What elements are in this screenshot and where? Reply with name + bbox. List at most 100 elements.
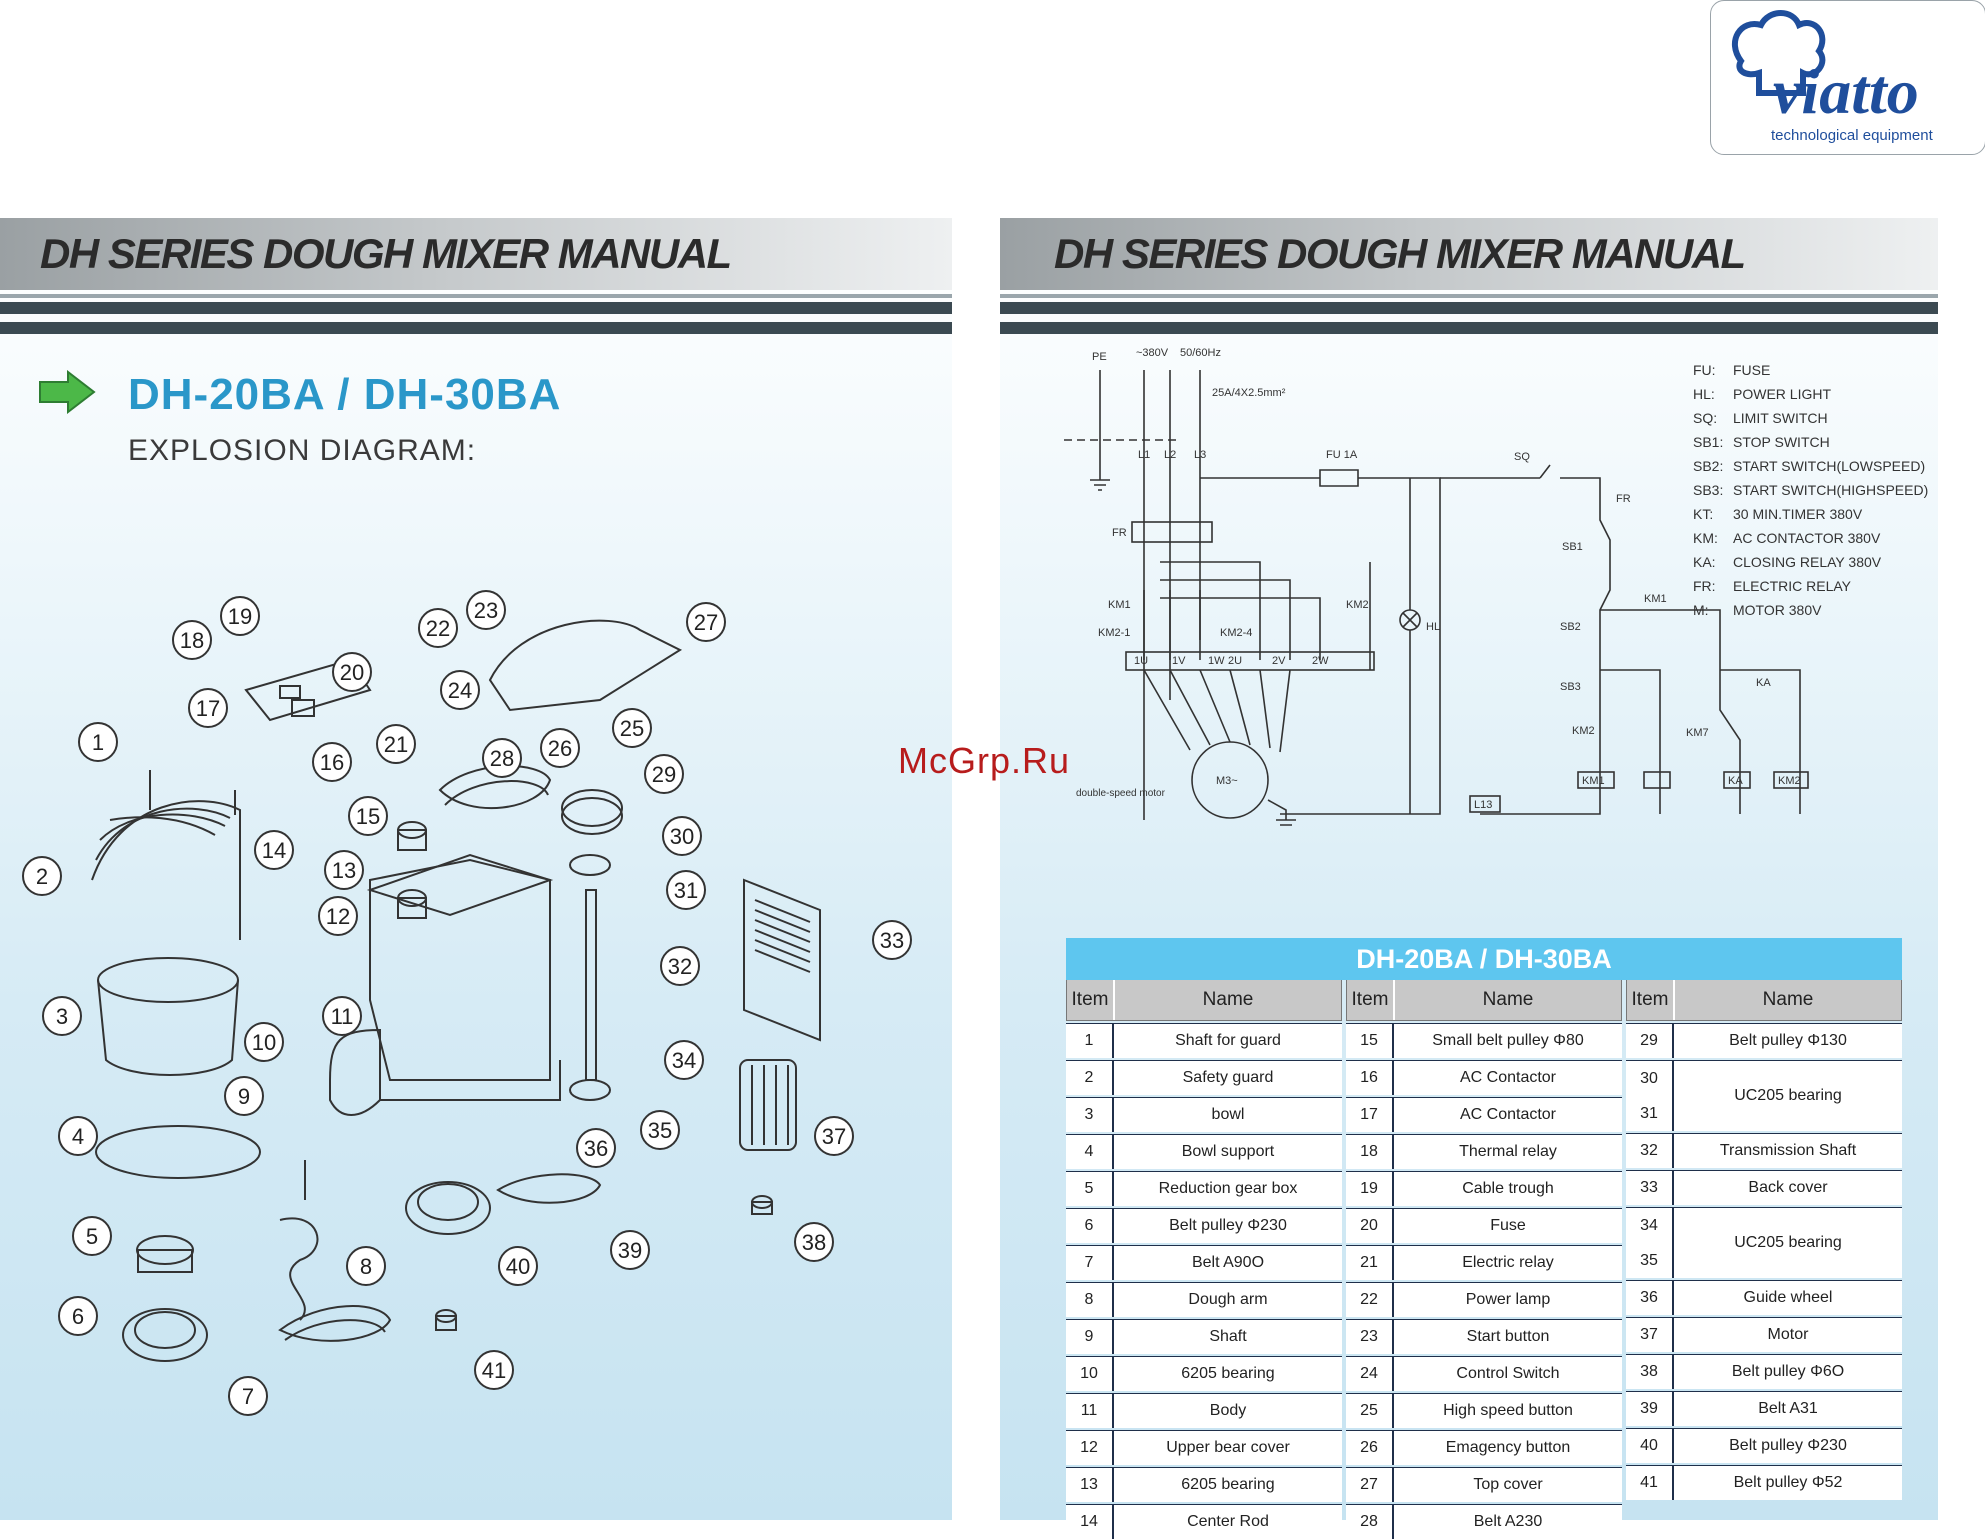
lbl-kab: KA (1728, 775, 1743, 787)
lbl-fr2: FR (1616, 493, 1631, 505)
header-name: Name (1482, 989, 1534, 1010)
callout-circle-38 (794, 1222, 834, 1262)
callout-number: 1 (92, 730, 104, 755)
legend-code: KT: (1693, 506, 1714, 522)
callout-number: 5 (86, 1224, 98, 1249)
callout-circle-14 (254, 830, 294, 870)
callout-circle-36 (576, 1128, 616, 1168)
lbl-t1w: 1W (1208, 655, 1225, 667)
callout-number: 40 (506, 1254, 530, 1279)
legend-row: M:MOTOR 380V (1693, 598, 1933, 622)
item-number: 3 (1066, 1098, 1114, 1132)
callout-circle-37 (814, 1116, 854, 1156)
callout-number: 26 (548, 736, 572, 761)
callout-circle-12 (318, 896, 358, 936)
legend-row: KM:AC CONTACTOR 380V (1693, 526, 1933, 550)
callout-circle-25 (612, 708, 652, 748)
part-name: Belt A90O (1114, 1246, 1342, 1280)
callout-number: 29 (652, 762, 676, 787)
callout-circle-41 (474, 1350, 514, 1390)
callout-number: 31 (674, 878, 698, 903)
legend-row: KT:30 MIN.TIMER 380V (1693, 502, 1933, 526)
item-number: 39 (1626, 1392, 1674, 1426)
item-number: 2 (1066, 1061, 1114, 1095)
lbl-t1v: 1V (1172, 655, 1186, 667)
item-number: 31 (1640, 1104, 1658, 1122)
part-name: Cable trough (1394, 1172, 1622, 1206)
motor-shape (739, 1059, 797, 1151)
callout-number: 12 (326, 904, 350, 929)
part-name: Center Rod (1114, 1505, 1342, 1539)
legend-desc: POWER LIGHT (1733, 386, 1832, 402)
legend-row: FU:FUSE (1693, 358, 1933, 382)
item-number: 34 (1640, 1216, 1658, 1234)
callout-number: 36 (584, 1136, 608, 1161)
circuit-diagram: PE ~380V 50/60Hz 25A/4X2.5mm² L1 L2 L3 F… (1064, 347, 1809, 826)
lbl-freq: 50/60Hz (1180, 347, 1221, 359)
item-number: 41 (1626, 1466, 1674, 1500)
part-name: Belt A230 (1394, 1505, 1622, 1539)
callout-circle-23 (466, 590, 506, 630)
left-header-title: DH SERIES DOUGH MIXER MANUAL (40, 230, 732, 277)
logo-word: viatto (1773, 56, 1919, 127)
callout-circle-1 (78, 722, 118, 762)
part-name: Belt pulley Φ230 (1114, 1209, 1342, 1243)
right-header-rule-2 (1000, 322, 1938, 334)
part-name: Reduction gear box (1114, 1172, 1342, 1206)
item-number: 1 (1066, 1024, 1114, 1058)
back-cover-shape (743, 878, 821, 1042)
callout-number: 27 (694, 610, 718, 635)
callout-circle-13 (324, 850, 364, 890)
lbl-motor: M3~ (1216, 775, 1238, 787)
bowl-support-shape (95, 1125, 261, 1179)
item-number: 35 (1640, 1251, 1658, 1269)
legend-code: SB3: (1693, 482, 1724, 498)
legend-row: KA:CLOSING RELAY 380V (1693, 550, 1933, 574)
part-name: Body (1114, 1394, 1342, 1428)
part-name: Emagency button (1394, 1431, 1622, 1465)
part-name: UC205 bearing (1674, 1208, 1902, 1278)
item-number: 12 (1066, 1431, 1114, 1465)
lbl-km2b: KM2 (1572, 725, 1595, 737)
legend-row: SB3: START SWITCH(HIGHSPEED) (1693, 478, 1933, 502)
bowl-shape (97, 957, 239, 1003)
legend-desc: START SWITCH(HIGHSPEED) (1733, 482, 1929, 498)
item-number: 25 (1346, 1394, 1394, 1428)
header-item: Item (1067, 980, 1115, 1020)
item-number: 16 (1346, 1061, 1394, 1095)
header-item: Item (1627, 980, 1675, 1020)
lbl-cable: 25A/4X2.5mm² (1212, 387, 1286, 399)
part-name: AC Contactor (1394, 1061, 1622, 1095)
item-number: 23 (1346, 1320, 1394, 1354)
callout-number: 2 (36, 864, 48, 889)
lbl-km24: KM2-4 (1220, 627, 1252, 639)
callout-circle-3 (42, 996, 82, 1036)
callout-number: 15 (356, 804, 380, 829)
callout-number: 13 (332, 858, 356, 883)
item-number: 37 (1626, 1318, 1674, 1352)
callout-number: 32 (668, 954, 692, 979)
part-name: Shaft (1114, 1320, 1342, 1354)
part-name: Start button (1394, 1320, 1622, 1354)
watermark: McGrp.Ru (898, 740, 1071, 781)
